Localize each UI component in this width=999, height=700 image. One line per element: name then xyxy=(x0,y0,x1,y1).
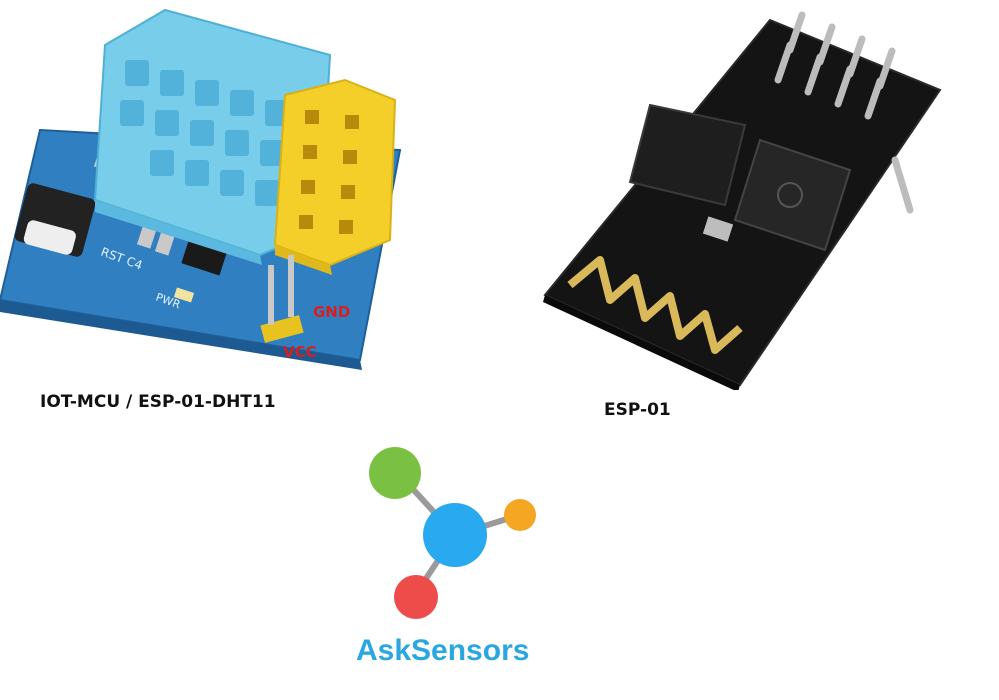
dht11-shield-image: RST C4 PWR xyxy=(0,8,402,370)
esp01-module-image xyxy=(543,11,942,390)
brand-name: AskSensors xyxy=(356,634,530,667)
asksensors-logo-icon xyxy=(369,447,536,619)
antenna-trace xyxy=(567,256,743,354)
gnd-pin-label: GND xyxy=(313,303,351,321)
male-header-pins xyxy=(260,255,304,343)
esp01-pins xyxy=(774,11,914,214)
dht11-sensor xyxy=(93,8,332,265)
crystal xyxy=(702,216,734,242)
esp8266-chip xyxy=(733,138,852,252)
flash-chip xyxy=(628,103,747,207)
right-module-caption: ESP-01 xyxy=(604,400,671,420)
yellow-female-header xyxy=(273,78,397,275)
left-module-caption: IOT-MCU / ESP-01-DHT11 xyxy=(40,392,276,412)
vcc-pin-label: VCC xyxy=(283,343,317,361)
